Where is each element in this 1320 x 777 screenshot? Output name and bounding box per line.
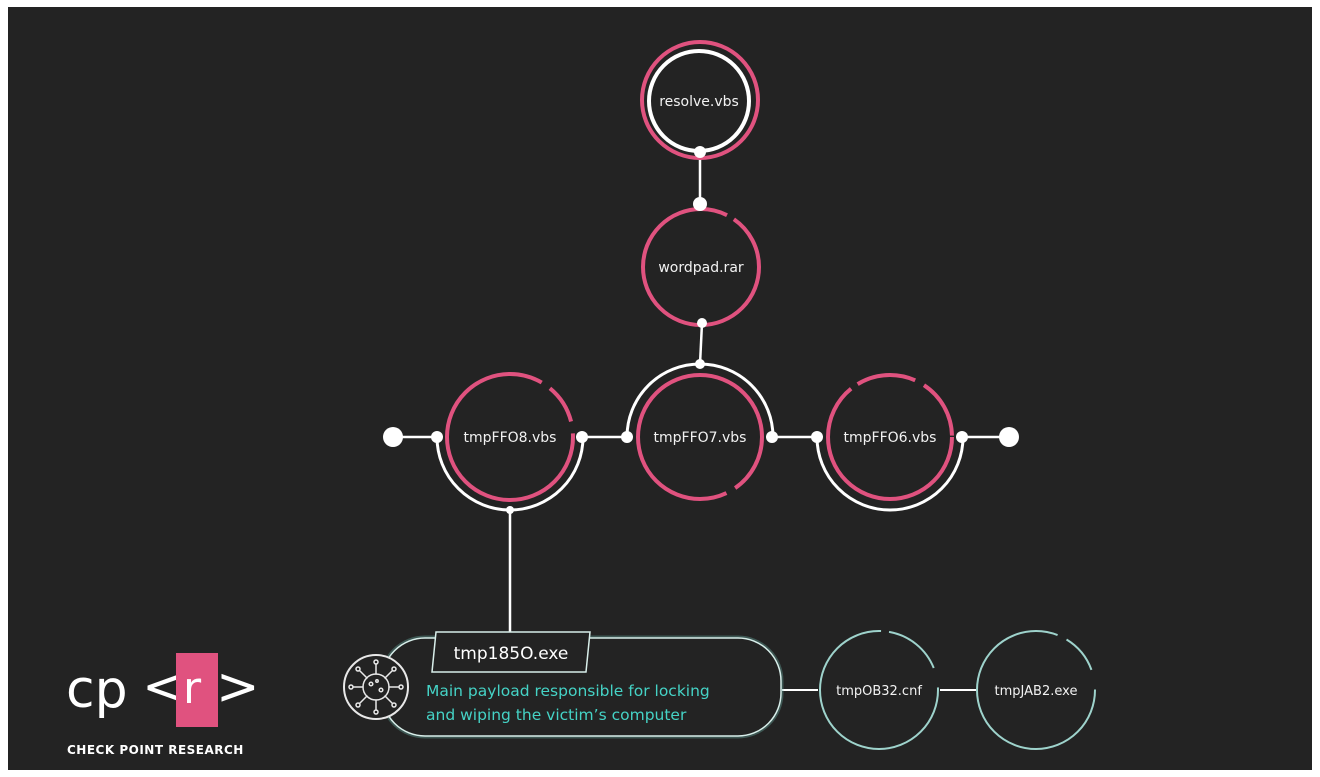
node-resolve: resolve.vbs	[640, 40, 760, 160]
node-ff07-ring	[636, 373, 764, 501]
right-end-dot	[999, 427, 1019, 447]
dot	[693, 197, 707, 211]
logo-cp: cp	[66, 660, 128, 720]
node-ff07: tmpFFO7.vbs	[625, 362, 775, 501]
logo-pink-block	[176, 653, 218, 727]
dot	[576, 431, 588, 443]
dot	[766, 431, 778, 443]
dot	[695, 359, 705, 369]
node-ob32: tmpOB32.cnf	[819, 630, 939, 750]
dot	[431, 431, 443, 443]
node-ob32-label: tmpOB32.cnf	[836, 684, 922, 699]
node-resolve-label: resolve.vbs	[659, 94, 739, 110]
node-ff06-label: tmpFFO6.vbs	[844, 430, 937, 446]
dot	[697, 318, 707, 328]
node-ff08-ring	[445, 372, 575, 502]
node-jab2: tmpJAB2.exe	[976, 630, 1096, 750]
logo-caption: CHECK POINT RESEARCH	[67, 743, 244, 757]
payload-description-line1: Main payload responsible for locking	[426, 682, 710, 700]
node-ff06-ring	[826, 373, 954, 501]
logo-r: r	[183, 663, 202, 714]
payload-name-tag	[431, 631, 591, 673]
virus-icon	[343, 654, 409, 720]
node-ob32-ring	[819, 630, 939, 750]
node-ff08: tmpFFO8.vbs	[435, 372, 585, 512]
dot	[621, 431, 633, 443]
left-end-dot	[383, 427, 403, 447]
payload-name-label: tmp185O.exe	[454, 644, 569, 664]
node-ff07-label: tmpFFO7.vbs	[654, 430, 747, 446]
dot	[506, 506, 514, 514]
node-ff06-white-arc	[815, 436, 965, 512]
node-ff08-label: tmpFFO8.vbs	[464, 430, 557, 446]
payload-description-line2: and wiping the victim’s computer	[426, 706, 687, 724]
connector-dots	[383, 146, 1019, 514]
dot	[956, 431, 968, 443]
node-jab2-label: tmpJAB2.exe	[995, 684, 1078, 699]
check-point-research-logo: cp < r > CHECK POINT RESEARCH	[66, 653, 260, 757]
dot	[811, 431, 823, 443]
payload-box: tmp185O.exe Main payload responsible for…	[343, 631, 784, 739]
dot	[694, 146, 706, 158]
connectors	[394, 152, 1008, 632]
logo-gt: >	[216, 657, 260, 717]
node-jab2-ring	[976, 630, 1096, 750]
node-wordpad: wordpad.rar	[641, 207, 761, 327]
node-wordpad-label: wordpad.rar	[658, 260, 744, 276]
node-ff06: tmpFFO6.vbs	[815, 373, 965, 512]
connector-wordpad-ff07	[698, 322, 704, 365]
